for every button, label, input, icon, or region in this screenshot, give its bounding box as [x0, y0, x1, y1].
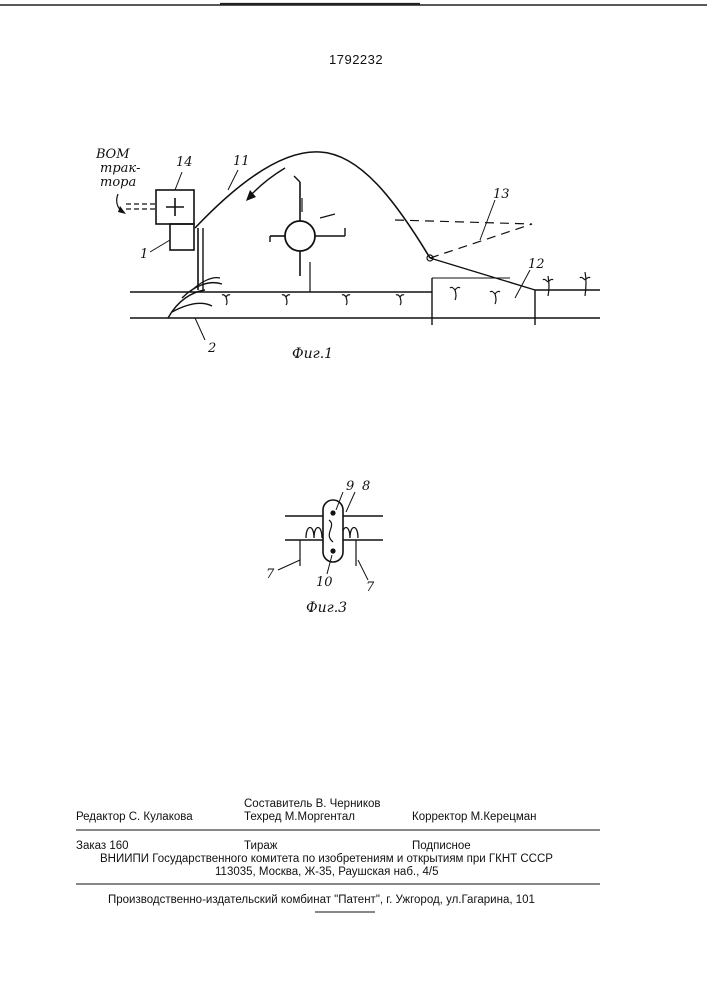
subscription-label: Подписное: [412, 840, 471, 852]
order-number: Заказ 160: [76, 840, 129, 852]
imprint-rules: [0, 0, 707, 920]
org-line-1: ВНИИПИ Государственного комитета по изоб…: [100, 853, 553, 865]
org-line-2: 113035, Москва, Ж-35, Раушская наб., 4/5: [215, 866, 438, 878]
circulation-label: Тираж: [244, 840, 277, 852]
publisher-line: Производственно-издательский комбинат "П…: [108, 894, 535, 906]
